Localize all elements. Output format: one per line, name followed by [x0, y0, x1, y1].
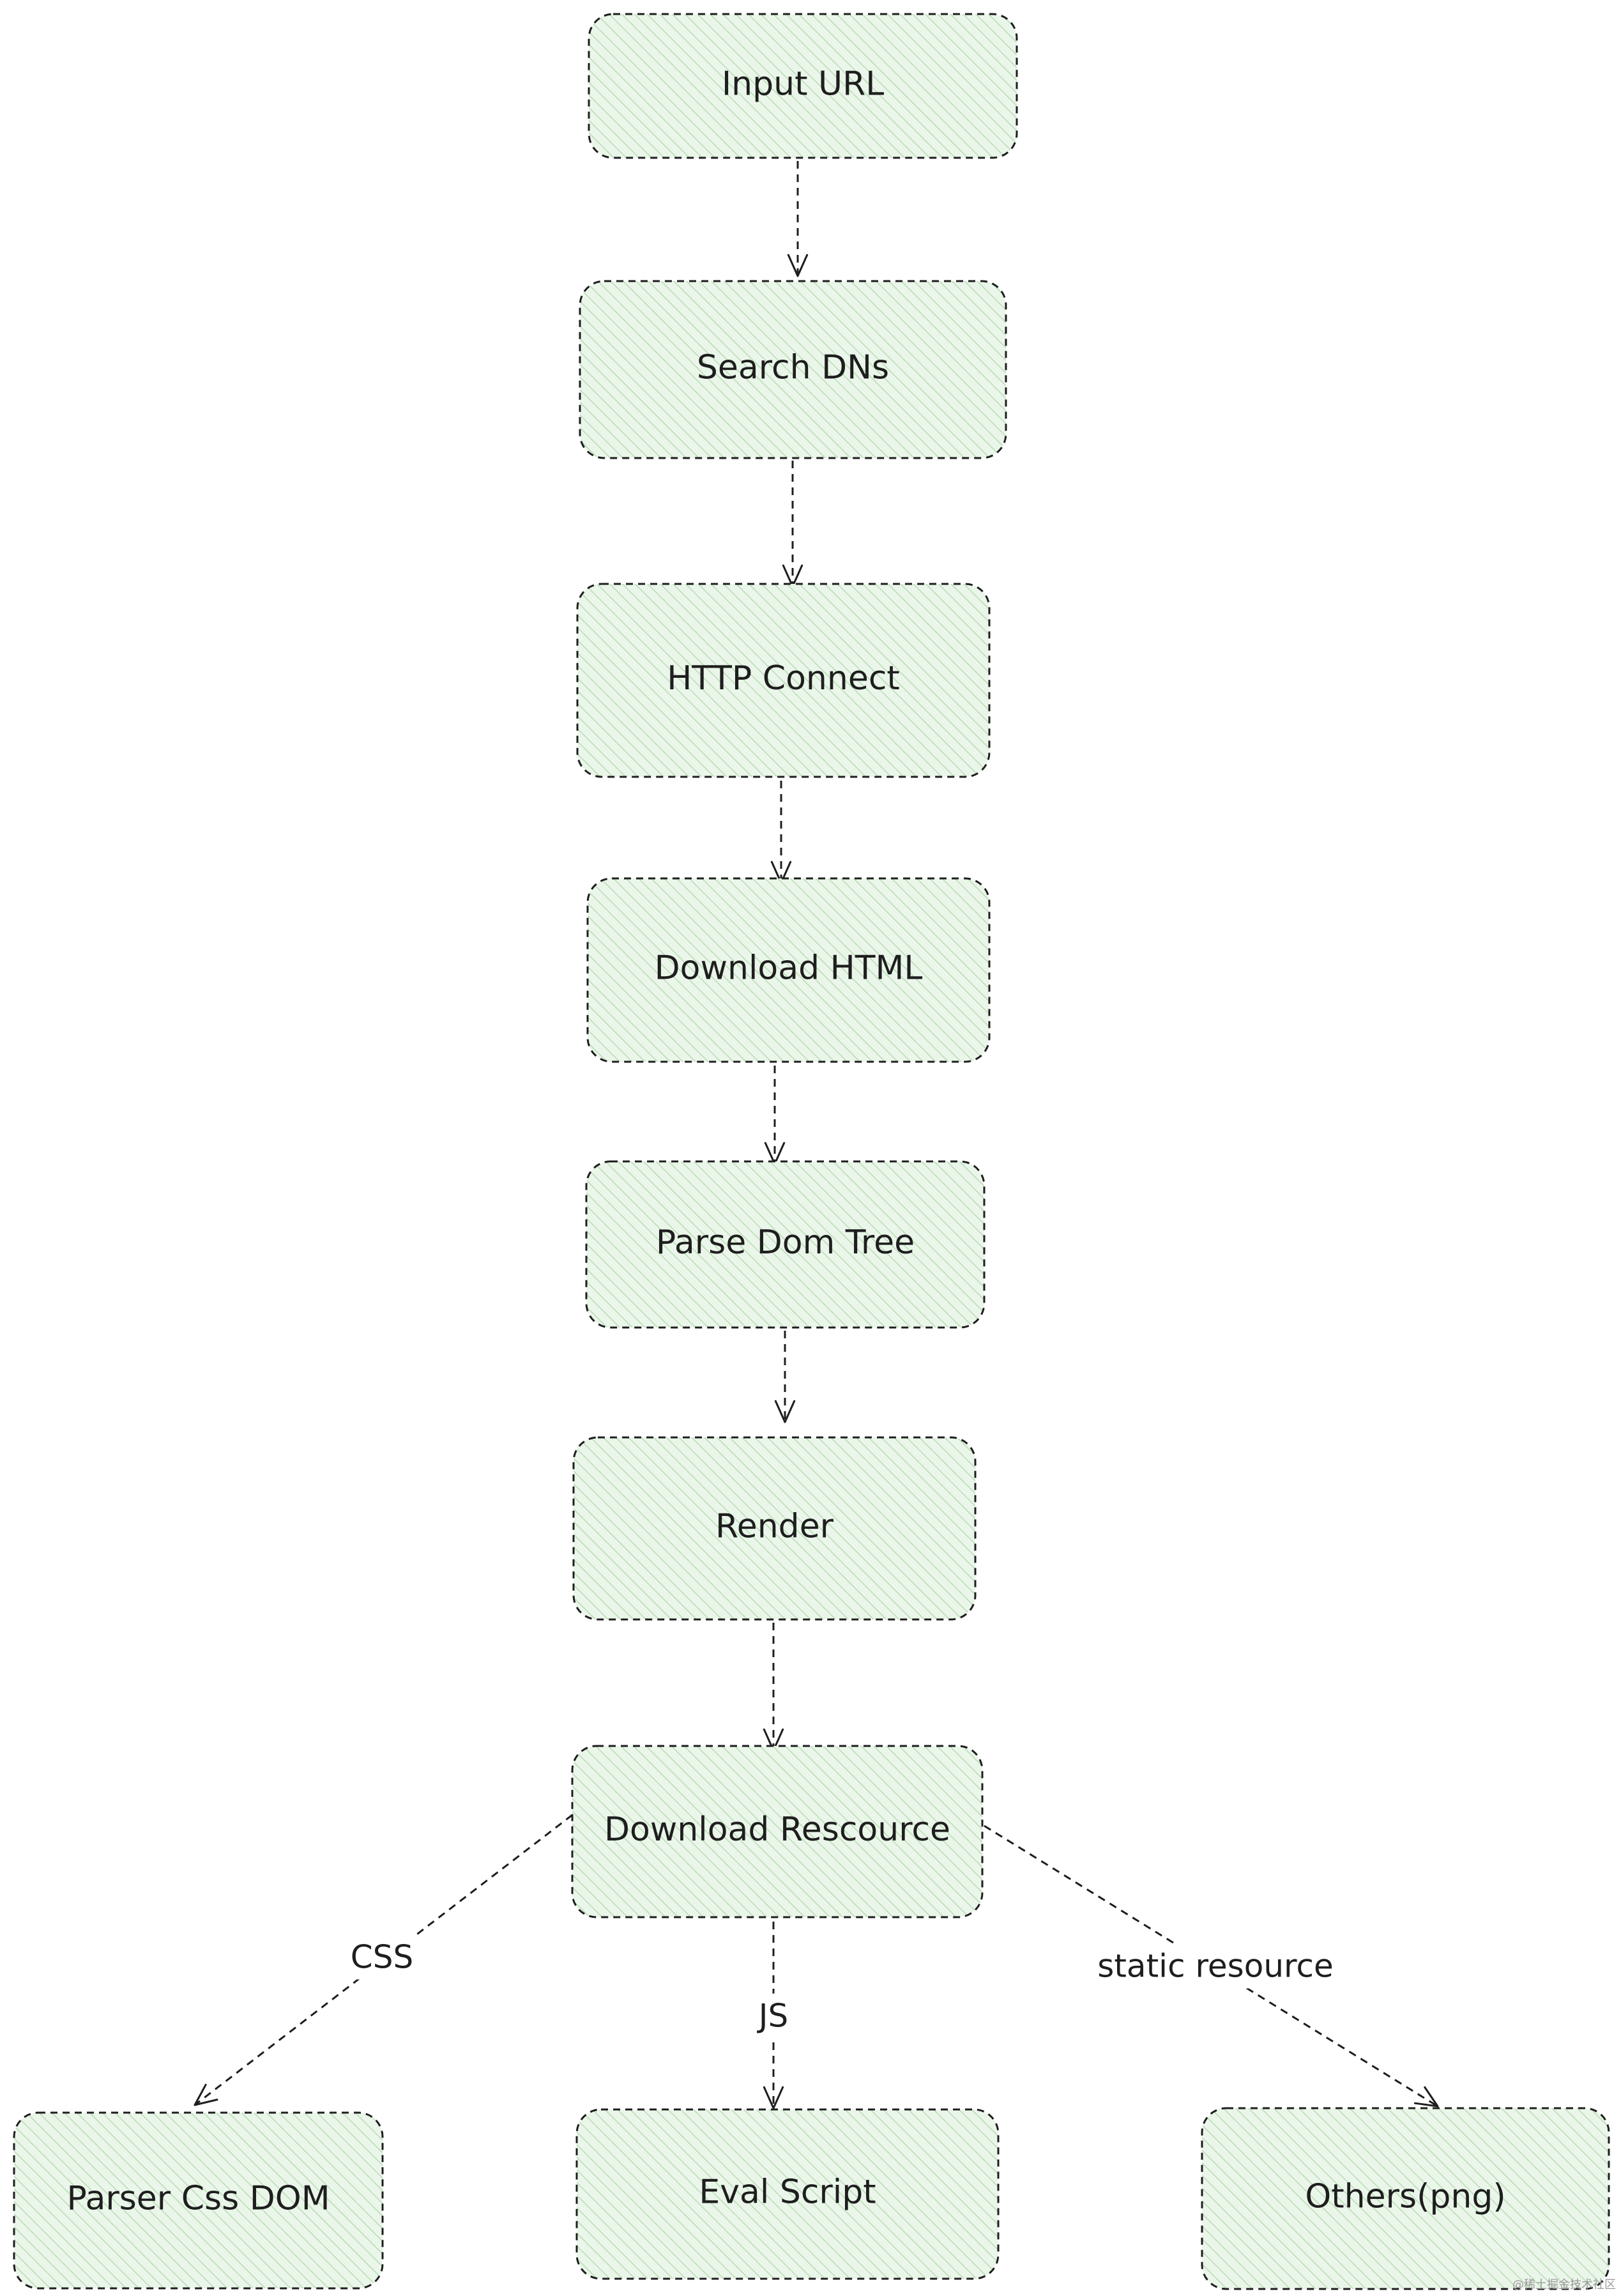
edge-label: CSS	[351, 1939, 413, 1976]
edge-render-to-download-rescource	[763, 1623, 784, 1752]
node-download-html: Download HTML	[586, 877, 991, 1063]
node-box	[572, 1436, 977, 1621]
node-box	[576, 583, 991, 778]
node-label: Render	[715, 1508, 834, 1546]
node-http-connect: HTTP Connect	[576, 583, 991, 778]
arrowhead	[763, 2086, 784, 2109]
node-box	[1201, 2107, 1610, 2290]
edge-label: static resource	[1097, 1948, 1333, 1985]
node-parser-css-dom: Parser Css DOM	[13, 2111, 384, 2290]
arrowhead	[787, 254, 809, 277]
edge-label-background	[344, 1934, 420, 1980]
node-input-url: Input URL	[588, 13, 1018, 159]
edge-download-html-to-parse-dom-tree	[764, 1066, 786, 1165]
node-parse-dom-tree: Parse Dom Tree	[585, 1160, 986, 1329]
node-search-dns: Search DNs	[579, 280, 1007, 459]
edge-label: JS	[757, 1998, 788, 2035]
node-label: Input URL	[722, 65, 884, 103]
node-download-rescource: Download Rescource	[571, 1745, 984, 1918]
node-box	[571, 1745, 984, 1918]
edge-input-url-to-search-dns	[787, 161, 809, 277]
watermark: @稀土掘金技术社区	[1512, 2278, 1616, 2292]
edge-http-connect-to-download-html	[770, 781, 792, 884]
node-label: Eval Script	[699, 2173, 876, 2212]
node-label: Parse Dom Tree	[656, 1223, 915, 1262]
arrowhead	[1413, 2086, 1439, 2108]
edge-label-background	[1091, 1943, 1340, 1989]
arrowhead	[774, 1400, 796, 1423]
node-label: HTTP Connect	[667, 659, 900, 698]
edge-download-rescource-to-others-png: static resource	[984, 1825, 1439, 2108]
node-box	[588, 13, 1018, 159]
node-label: Parser Css DOM	[66, 2180, 330, 2218]
edge-line	[984, 1825, 1438, 2108]
node-label: Others(png)	[1305, 2178, 1505, 2216]
edge-parse-dom-tree-to-render	[774, 1331, 796, 1423]
edge-download-rescource-to-parser-css-dom: CSS	[194, 1814, 573, 2106]
node-label: Download Rescource	[604, 1810, 950, 1849]
node-render: Render	[572, 1436, 977, 1621]
node-box	[579, 280, 1007, 459]
node-box	[586, 877, 991, 1063]
node-box	[13, 2111, 384, 2290]
node-eval-script: Eval Script	[575, 2108, 1000, 2280]
node-box	[575, 2108, 1000, 2280]
arrowhead	[194, 2083, 218, 2106]
node-box	[585, 1160, 986, 1329]
edges-layer: CSS JS static resource	[194, 161, 1439, 2109]
node-label: Download HTML	[655, 949, 923, 988]
edge-search-dns-to-http-connect	[782, 461, 803, 588]
edge-download-rescource-to-eval-script: JS	[750, 1922, 795, 2109]
edge-label-background	[750, 1993, 795, 2039]
node-label: Search DNs	[697, 349, 889, 387]
node-others-png: Others(png)	[1201, 2107, 1610, 2290]
